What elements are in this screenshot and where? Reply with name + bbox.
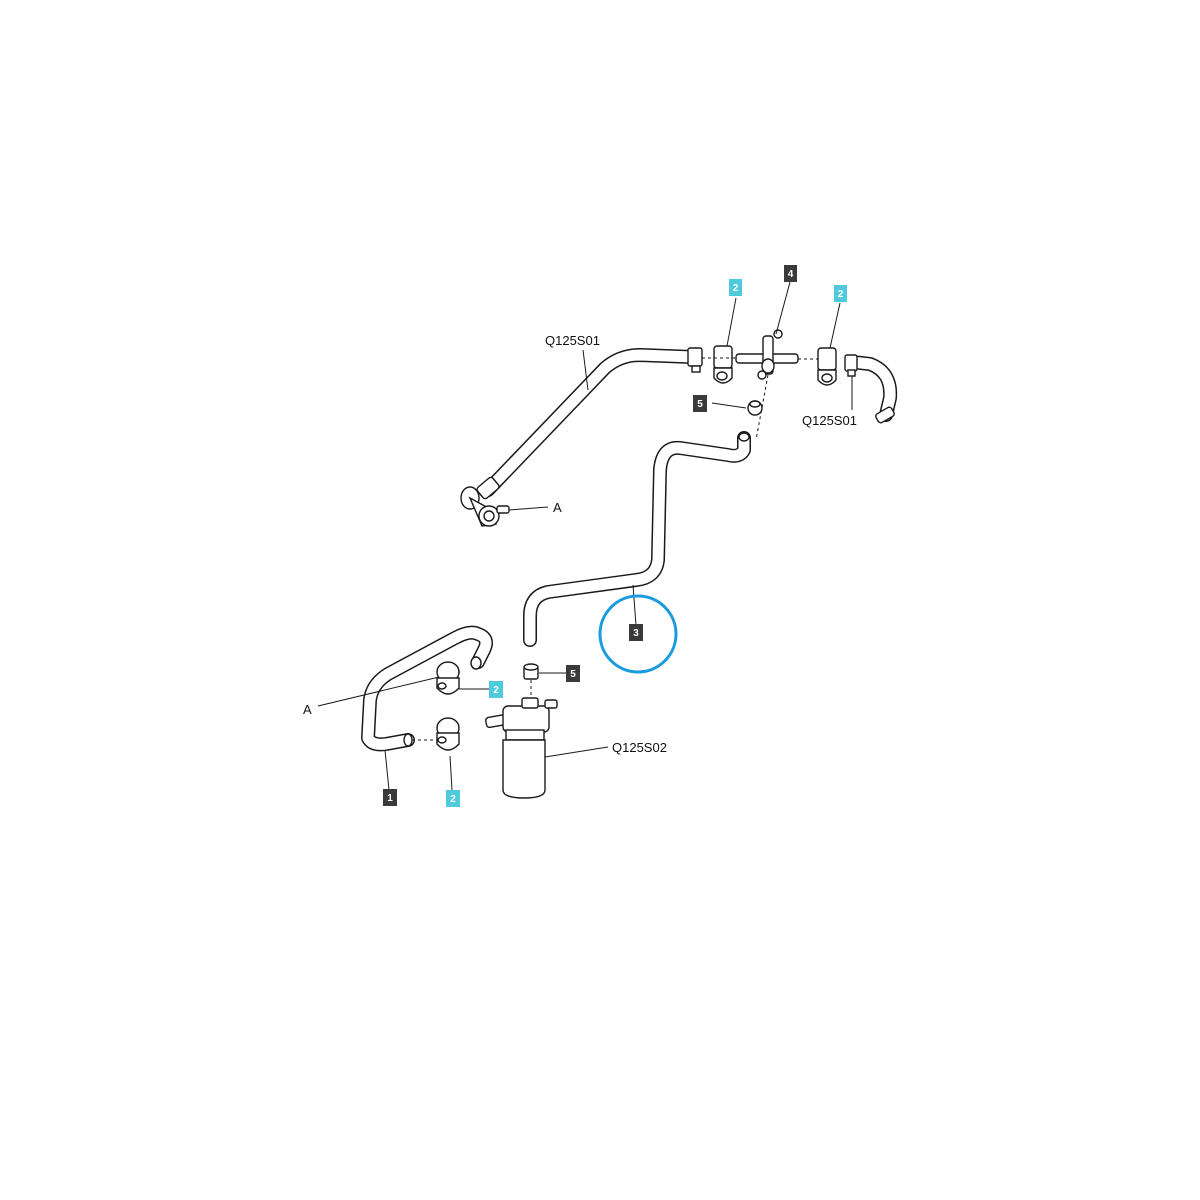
hose-clamp-top-right [817,347,837,386]
leader-a-upper [508,506,549,511]
label-a-lower: A [303,702,312,717]
svg-text:5: 5 [570,669,576,680]
upper-left-hose [481,347,703,497]
label-q125s01-upper: Q125S01 [545,333,600,348]
leader-clamp-top-right [829,302,841,349]
badge-seal-bottom: 5 [566,665,580,682]
label-q125s01-right: Q125S01 [802,413,857,428]
leader-hose-lower [384,749,390,791]
leader-seal-top [711,402,747,409]
leader-hose-center [632,584,637,626]
seal-ring-bottom [523,663,539,680]
svg-text:5: 5 [697,399,703,410]
svg-text:3: 3 [633,628,639,639]
assembly-axis-vertical [755,374,769,441]
svg-text:4: 4 [788,269,794,280]
main-fuel-hose [523,431,751,647]
badge-clamp-top-right: 2 [834,285,847,302]
fuel-filter [485,697,558,799]
leader-clamp-top-left [726,297,737,347]
svg-text:2: 2 [733,283,739,294]
svg-text:2: 2 [838,289,844,300]
hose-clamp-lower-upper [436,661,460,695]
svg-text:1: 1 [387,793,393,804]
upper-right-hose [844,354,898,424]
badge-clamp-lower-lower: 2 [446,790,460,807]
badge-seal-top: 5 [693,395,707,412]
svg-text:2: 2 [493,685,499,696]
badge-tee-fitting: 4 [784,265,797,282]
hose-clamp-lower-lower [436,717,460,751]
leader-clamp-lower-lower [449,755,453,791]
svg-text:2: 2 [450,794,456,805]
badge-clamp-top-left: 2 [729,279,742,296]
tee-fitting [735,329,799,380]
badge-hose-lower: 1 [383,789,397,806]
hose-clamp-top-left [713,345,733,384]
leader-tee [775,281,791,335]
lower-fuel-hose [361,625,493,752]
leader-q125s01-upper [582,349,589,391]
banjo-fitting-a [460,476,510,527]
highlight-circle [598,594,678,674]
leader-q125s02 [544,746,609,758]
badge-clamp-lower-upper: 2 [489,681,503,698]
label-q125s02: Q125S02 [612,740,667,755]
label-a-upper: A [553,500,562,515]
badge-hose-center: 3 [629,624,643,641]
seal-ring-top [747,400,763,416]
